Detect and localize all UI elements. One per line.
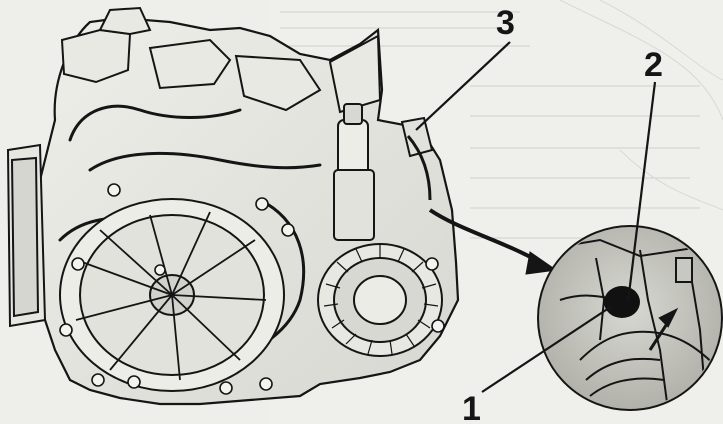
callout-2: 2 xyxy=(644,46,663,84)
plug-hole xyxy=(604,286,640,318)
connector-3 xyxy=(400,116,434,201)
callout-3: 3 xyxy=(496,4,515,42)
callout-1: 1 xyxy=(462,390,481,424)
top-components xyxy=(60,6,382,114)
left-flange xyxy=(6,143,47,328)
clutch-cover xyxy=(59,198,285,392)
detail-inset xyxy=(537,225,723,411)
leader-1 xyxy=(481,305,613,393)
leader-lines xyxy=(415,41,657,393)
output-gear xyxy=(317,243,443,357)
leader-2 xyxy=(626,81,657,303)
detail-arrow xyxy=(428,208,558,275)
leader-3 xyxy=(415,41,511,131)
sensor-column xyxy=(333,103,375,241)
bolts xyxy=(59,183,445,395)
